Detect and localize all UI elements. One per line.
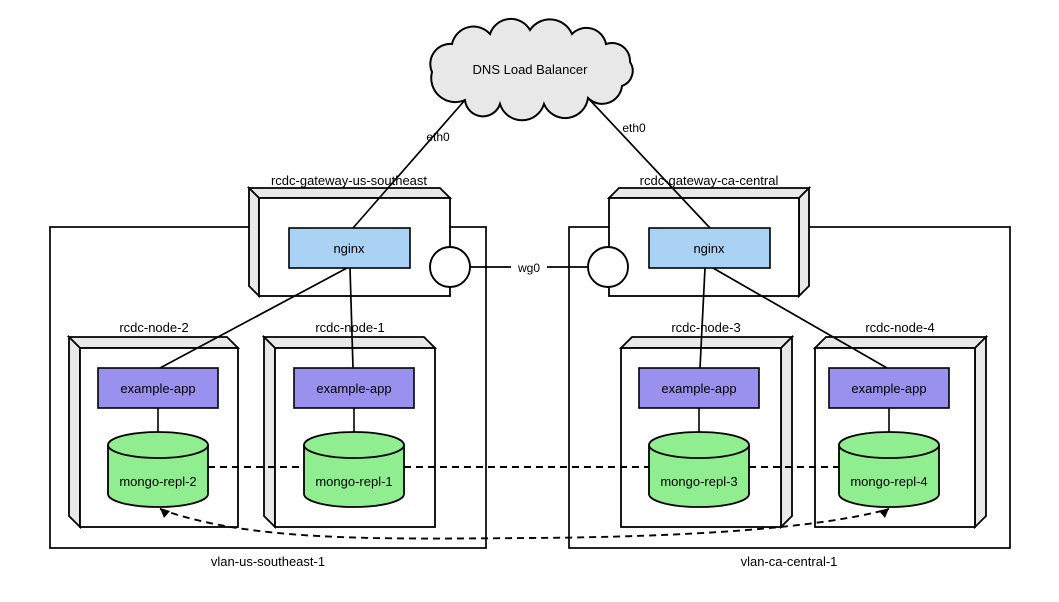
nginx-service-box (288, 227, 411, 269)
app-label: example-app (120, 381, 195, 396)
gateway-side-face (248, 185, 260, 299)
app-box (638, 367, 760, 409)
db-cylinder-body (303, 445, 405, 508)
gateway-top-face (606, 187, 812, 199)
nginx-label: nginx (693, 241, 725, 256)
db-cylinder-body (648, 445, 750, 508)
repl-curve-arrowhead-right (879, 508, 889, 518)
wg-interface-circle-right (587, 246, 629, 288)
wg0-label: wg0 (517, 261, 540, 275)
app-label: example-app (851, 381, 926, 396)
db-cylinder-top (107, 431, 209, 459)
edge-cloud-to-gateway-left (352, 99, 466, 229)
node-top-face (261, 336, 438, 349)
db-cylinder-top (303, 431, 405, 459)
app-box (293, 367, 415, 409)
nginx-label: nginx (333, 241, 365, 256)
eth0-label-right: eth0 (622, 121, 646, 135)
app-box (828, 367, 950, 409)
app-box (97, 367, 219, 409)
wg-interface-circle-left (429, 246, 471, 288)
repl-curve-arrowhead-left (160, 508, 170, 518)
db-cylinder-body (107, 445, 209, 508)
db-label: mongo-repl-2 (119, 474, 196, 489)
gateway-title: rcdc-gateway-us-southeast (271, 173, 427, 188)
replication-links (159, 466, 890, 540)
edge-nginx-to-node-4 (712, 267, 888, 369)
node-rcdc-node-4: rcdc-node-4 example-app mongo-repl-4 (812, 320, 989, 530)
node-rcdc-node-3: rcdc-node-3 example-app mongo-repl-3 (618, 320, 795, 530)
dns-load-balancer: DNS Load Balancer (429, 17, 634, 122)
cloud-shape (429, 17, 634, 122)
gateway-us-southeast: nginx rcdc-gateway-us-southeast (246, 173, 453, 299)
node-title: rcdc-node-1 (315, 320, 384, 335)
db-label: mongo-repl-3 (660, 474, 737, 489)
repl-link-2-4-curve (159, 508, 890, 540)
app-label: example-app (661, 381, 736, 396)
node-top-face (66, 336, 241, 349)
edge-nginx-to-node-1 (349, 267, 354, 369)
node-top-face (618, 336, 795, 349)
node-side-face (780, 334, 793, 530)
app-label: example-app (316, 381, 391, 396)
gateway-side-face (798, 185, 810, 299)
vlan-label: vlan-ca-central-1 (741, 554, 838, 569)
node-side-face (263, 334, 276, 530)
edge-nginx-to-node-3 (699, 267, 706, 369)
node-title: rcdc-node-4 (865, 320, 934, 335)
node-title: rcdc-node-3 (671, 320, 740, 335)
edge-nginx-to-node-2 (159, 267, 348, 369)
node-top-face (812, 336, 989, 349)
cloud-label: DNS Load Balancer (473, 62, 589, 77)
db-label: mongo-repl-4 (850, 474, 927, 489)
node-title: rcdc-node-2 (119, 320, 188, 335)
db-cylinder-body (838, 445, 940, 508)
node-side-face (68, 334, 81, 530)
eth0-label-left: eth0 (426, 130, 450, 144)
db-label: mongo-repl-1 (315, 474, 392, 489)
db-cylinder-top (648, 431, 750, 459)
gateway-ca-central: nginx rcdc-gateway-ca-central (606, 173, 812, 299)
node-rcdc-node-1: rcdc-node-1 example-app mongo-repl-1 (261, 320, 438, 530)
gateway-title: rcdc-gateway-ca-central (640, 173, 779, 188)
db-cylinder-top (838, 431, 940, 459)
edge-cloud-to-gateway-right (587, 97, 711, 229)
gateway-top-face (246, 187, 453, 199)
node-rcdc-node-2: rcdc-node-2 example-app mongo-repl-2 (66, 320, 241, 530)
nginx-service-box (648, 227, 771, 269)
vlan-label: vlan-us-southeast-1 (211, 554, 325, 569)
wg0-label-bg (511, 259, 547, 275)
node-side-face (974, 334, 987, 530)
